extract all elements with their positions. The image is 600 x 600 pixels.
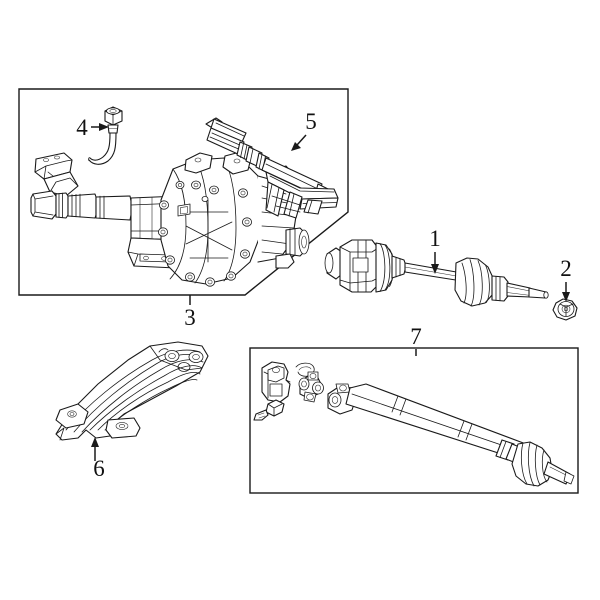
callout-5: 5: [291, 109, 317, 151]
part-intermediate-shaft-bracket: [205, 117, 339, 219]
callout-3: 3: [184, 295, 196, 330]
callout-4-number: 4: [76, 115, 88, 140]
callout-3-number: 3: [184, 305, 196, 330]
part-propeller-driveshaft-assembly: [253, 361, 575, 487]
callout-5-number: 5: [305, 109, 317, 134]
callout-1: 1: [429, 226, 441, 274]
part-cv-axle-shaft: [324, 239, 549, 307]
callout-7-number: 7: [410, 324, 422, 349]
driveshaft-assembly-frame: [249, 347, 579, 494]
callout-2: 2: [560, 256, 572, 302]
part-vent-breather-hose: [88, 106, 123, 165]
part-axle-flange-nut: [552, 298, 578, 321]
callout-1-number: 1: [429, 226, 441, 251]
part-axle-heat-shield: [55, 341, 209, 441]
callout-4: 4: [76, 115, 109, 140]
callout-7: 7: [410, 324, 422, 356]
callout-6-number: 6: [93, 456, 105, 481]
callout-6: 6: [91, 437, 105, 481]
housing-bolt-bosses: [157, 180, 252, 287]
part-front-differential-assembly: [30, 151, 310, 287]
callout-2-number: 2: [560, 256, 572, 281]
